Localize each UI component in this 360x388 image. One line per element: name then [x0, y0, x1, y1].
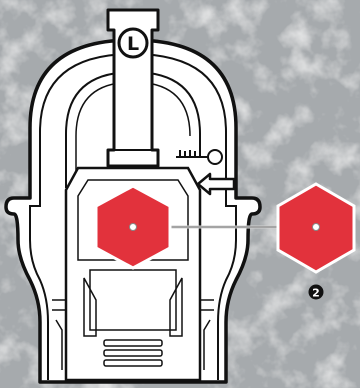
key-icon [176, 149, 223, 165]
step-number: 2 [312, 287, 320, 300]
step-badge: 2 [308, 284, 324, 300]
hexagon-target [94, 184, 172, 270]
hexagon-piece [276, 182, 356, 274]
arrow-left-icon [196, 172, 236, 196]
slot-letter: L [127, 33, 139, 55]
slot-letter-badge: L [117, 27, 149, 59]
